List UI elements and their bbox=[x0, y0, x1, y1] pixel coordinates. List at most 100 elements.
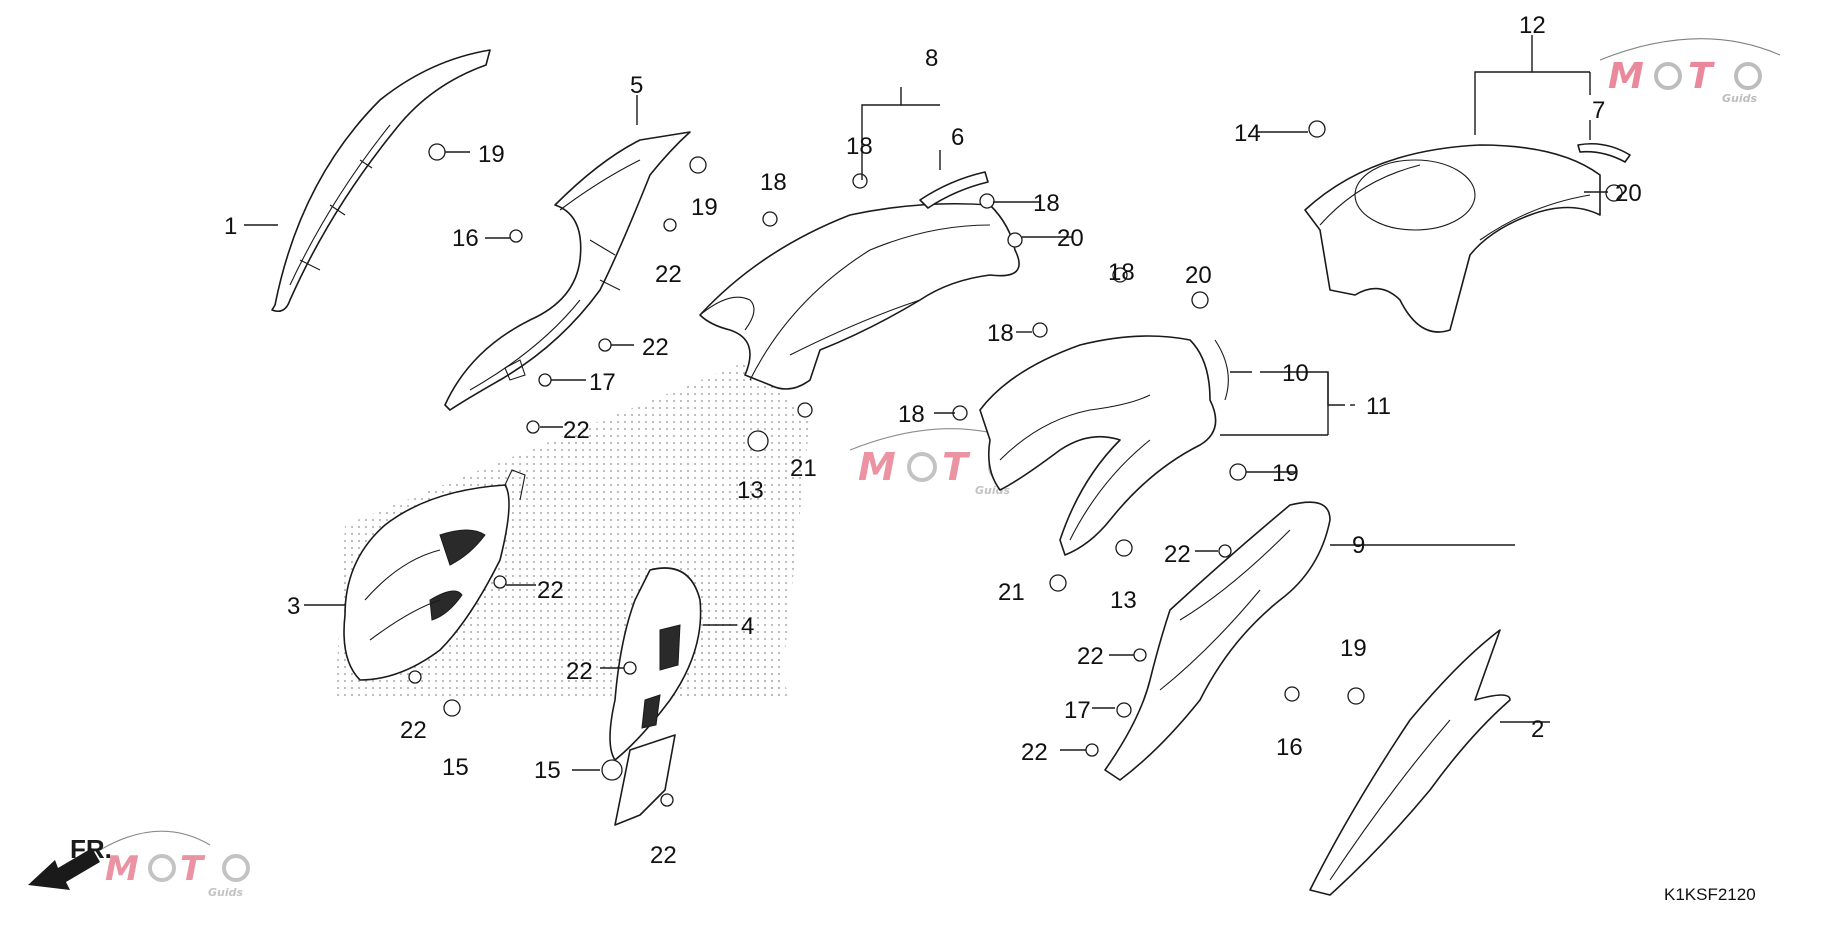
callout-22: 22 bbox=[1164, 541, 1191, 568]
callout-22: 22 bbox=[655, 261, 682, 288]
callout-22: 22 bbox=[400, 717, 427, 744]
callout-18: 18 bbox=[846, 133, 873, 160]
front-arrow-icon: FR. bbox=[28, 834, 112, 890]
clip-19 bbox=[1229, 463, 1247, 481]
callout-20: 20 bbox=[1615, 180, 1642, 207]
watermark-text: T bbox=[1688, 56, 1715, 97]
clip-19 bbox=[1347, 687, 1365, 705]
callout-22: 22 bbox=[1021, 739, 1048, 766]
callout-22: 22 bbox=[563, 417, 590, 444]
callout-18: 18 bbox=[1108, 259, 1135, 286]
clip-18 bbox=[952, 405, 968, 421]
screw-22 bbox=[1218, 544, 1232, 558]
callout-17: 17 bbox=[589, 369, 616, 396]
screw-20 bbox=[1191, 291, 1209, 309]
part-7-trim bbox=[1577, 142, 1631, 163]
callout-15: 15 bbox=[534, 757, 561, 784]
part-2-right-side-trim bbox=[1309, 629, 1511, 896]
callout-22: 22 bbox=[642, 334, 669, 361]
drawing-code: K1KSF2120 bbox=[1664, 885, 1756, 904]
clip-18 bbox=[979, 193, 995, 209]
callout-13: 13 bbox=[1110, 587, 1137, 614]
washer-21 bbox=[1049, 574, 1067, 592]
watermark-text: M bbox=[1608, 56, 1644, 97]
callout-16: 16 bbox=[1276, 734, 1303, 761]
screw-16 bbox=[1284, 686, 1300, 702]
callout-22: 22 bbox=[566, 658, 593, 685]
callout-18: 18 bbox=[898, 401, 925, 428]
clip-19 bbox=[428, 143, 446, 161]
callout-20: 20 bbox=[1057, 225, 1084, 252]
callout-22: 22 bbox=[537, 577, 564, 604]
screw-22 bbox=[598, 338, 612, 352]
watermark-logo: M T Guids bbox=[99, 830, 250, 899]
clip-17 bbox=[538, 373, 552, 387]
watermark-text: M bbox=[105, 849, 139, 889]
grommet-13 bbox=[747, 430, 769, 452]
callout-11: 11 bbox=[1366, 393, 1391, 420]
part-5-left-upper-cover bbox=[444, 131, 691, 411]
watermark-logo: M T Guids bbox=[1599, 38, 1781, 105]
callout-22: 22 bbox=[1077, 643, 1104, 670]
screw-20 bbox=[1007, 232, 1023, 248]
watermark-text: M bbox=[858, 445, 896, 489]
callout-19: 19 bbox=[1340, 635, 1367, 662]
callout-labels: 1 2 3 4 5 6 7 8 9 10 11 12 13 13 14 15 1… bbox=[224, 12, 1642, 869]
callout-19: 19 bbox=[478, 141, 505, 168]
watermark-text: T bbox=[942, 445, 971, 489]
part-12-tank-cover bbox=[1304, 144, 1601, 333]
screw-16 bbox=[509, 229, 523, 243]
watermark-text: T bbox=[180, 849, 206, 889]
part-8-upper-cowl bbox=[699, 202, 1020, 390]
callout-22: 22 bbox=[650, 842, 677, 869]
callout-2: 2 bbox=[1531, 716, 1544, 743]
callout-15: 15 bbox=[442, 754, 469, 781]
callout-9: 9 bbox=[1352, 532, 1365, 559]
screw-22 bbox=[1133, 648, 1147, 662]
clip-17 bbox=[1116, 702, 1132, 718]
callout-14: 14 bbox=[1234, 120, 1261, 147]
callout-7: 7 bbox=[1592, 97, 1605, 124]
screw-20 bbox=[1605, 184, 1623, 202]
callout-5: 5 bbox=[630, 72, 643, 99]
front-label: FR. bbox=[70, 834, 112, 864]
watermark-sub: Guids bbox=[208, 886, 244, 899]
callout-17: 17 bbox=[1064, 697, 1091, 724]
screw-22 bbox=[623, 661, 637, 675]
callout-21: 21 bbox=[790, 455, 817, 482]
screw-22 bbox=[663, 218, 677, 232]
callout-18: 18 bbox=[760, 169, 787, 196]
bolt-15 bbox=[601, 759, 623, 781]
watermark-sub: Guids bbox=[1722, 92, 1758, 105]
callout-18: 18 bbox=[1033, 190, 1060, 217]
callout-13: 13 bbox=[737, 477, 764, 504]
washer-21 bbox=[797, 402, 813, 418]
callout-3: 3 bbox=[287, 593, 300, 620]
part-11-middle-cover bbox=[979, 335, 1229, 556]
clip-18 bbox=[1112, 267, 1128, 283]
callout-12: 12 bbox=[1519, 12, 1546, 39]
screw-22 bbox=[1085, 743, 1099, 757]
bolt-15 bbox=[443, 699, 461, 717]
screw-22 bbox=[408, 670, 422, 684]
clip-19 bbox=[689, 156, 707, 174]
callout-16: 16 bbox=[452, 225, 479, 252]
washer-13 bbox=[1115, 539, 1133, 557]
part-1-side-trim bbox=[271, 49, 491, 313]
screw-22 bbox=[660, 793, 674, 807]
callout-4: 4 bbox=[741, 613, 754, 640]
screw-22 bbox=[493, 575, 507, 589]
callout-18: 18 bbox=[987, 320, 1014, 347]
leader-lines bbox=[244, 35, 1608, 771]
screw-22 bbox=[526, 420, 540, 434]
callout-10: 10 bbox=[1282, 360, 1309, 387]
callout-19: 19 bbox=[1272, 460, 1299, 487]
part-3-left-lower-cover bbox=[343, 469, 526, 681]
callout-19: 19 bbox=[691, 194, 718, 221]
part-9-right-lower-cover bbox=[1104, 501, 1331, 781]
screw-14 bbox=[1308, 120, 1326, 138]
clip-18 bbox=[852, 173, 868, 189]
fasteners bbox=[408, 120, 1623, 807]
callout-1: 1 bbox=[224, 213, 237, 240]
